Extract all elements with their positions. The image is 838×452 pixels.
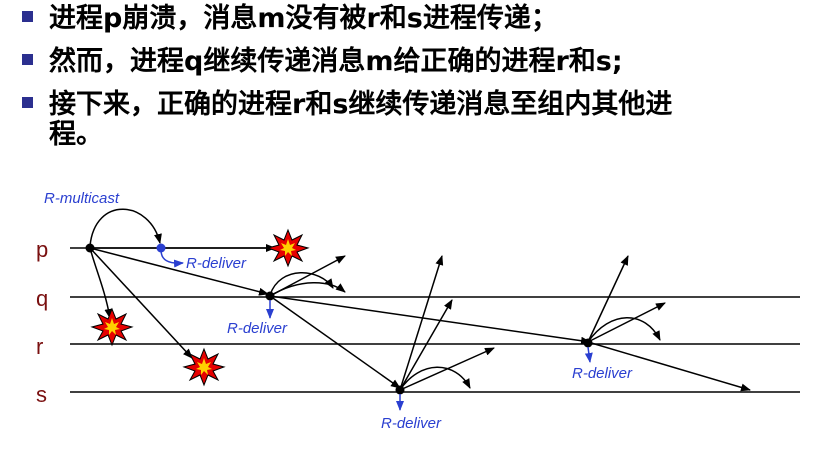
s-to-q-arrow bbox=[399, 299, 453, 391]
crash-star-icon-r bbox=[90, 307, 134, 347]
p-to-r-lost-arrow bbox=[89, 247, 113, 319]
bullet-text: 程。 bbox=[49, 119, 103, 150]
s-retransmit-messages bbox=[399, 255, 495, 391]
bullet-square-icon bbox=[22, 11, 33, 22]
s-to-p-arrow bbox=[399, 255, 444, 391]
bullet-square-icon bbox=[22, 97, 33, 108]
bullet-item-3: 接下来，正确的进程r和s继续传递消息至组内其他进 bbox=[22, 88, 672, 122]
q-deliver-point bbox=[265, 291, 275, 301]
p-deliver-label: R-deliver bbox=[186, 255, 247, 272]
r-deliver-arrow bbox=[584, 346, 593, 363]
bullet-square-icon bbox=[22, 54, 33, 65]
bullet-text: 然而，进程q继续传递消息m给正确的进程r和s; bbox=[49, 46, 623, 77]
p-to-q-arrow bbox=[89, 247, 269, 296]
r-multicast-label: R-multicast bbox=[44, 190, 120, 207]
p-deliver-arrow bbox=[160, 249, 184, 268]
process-label-s: s bbox=[36, 382, 47, 407]
q-loop-arrow-2 bbox=[269, 282, 346, 297]
q-self-loop-arrow bbox=[269, 272, 334, 296]
r-to-p-arrow bbox=[587, 255, 629, 343]
r-self-loop-arrow bbox=[587, 317, 661, 343]
bullet-item-1: 进程p崩溃，消息m没有被r和s进程传递； bbox=[22, 2, 558, 36]
p-self-loop-arrow bbox=[89, 208, 162, 247]
q-to-s-arrow bbox=[269, 295, 401, 389]
r-deliver-point bbox=[583, 338, 593, 348]
bullet-item-2: 然而，进程q继续传递消息m给正确的进程r和s; bbox=[22, 45, 623, 79]
process-label-q: q bbox=[36, 286, 48, 311]
r-retransmit-messages bbox=[587, 255, 751, 392]
s-deliver-point bbox=[395, 385, 405, 395]
crash-star-icon-p bbox=[266, 228, 310, 268]
bullet-item-3-continued: 程。 bbox=[49, 118, 103, 152]
deliver-indicators bbox=[160, 249, 593, 411]
s-self-loop-arrow bbox=[399, 366, 471, 391]
r-to-q-arrow bbox=[587, 302, 666, 343]
p-send-point bbox=[85, 243, 95, 253]
bullet-text: 接下来，正确的进程r和s继续传递消息至组内其他进 bbox=[49, 89, 673, 120]
p-deliver-point bbox=[156, 243, 166, 253]
p-multicast-messages bbox=[89, 208, 276, 359]
r-deliver-label: R-deliver bbox=[572, 365, 633, 382]
crash-star-icon-s bbox=[182, 347, 226, 387]
bullet-text: 进程p崩溃，消息m没有被r和s进程传递； bbox=[49, 3, 558, 34]
p-to-s-lost-arrow bbox=[89, 247, 193, 359]
process-label-r: r bbox=[36, 334, 43, 359]
process-label-p: p bbox=[36, 237, 48, 262]
q-deliver-label: R-deliver bbox=[227, 320, 288, 337]
q-retransmit-messages bbox=[269, 255, 591, 389]
q-to-r-arrow bbox=[269, 295, 591, 345]
r-to-s-arrow bbox=[587, 341, 751, 392]
s-deliver-label: R-deliver bbox=[381, 415, 442, 432]
